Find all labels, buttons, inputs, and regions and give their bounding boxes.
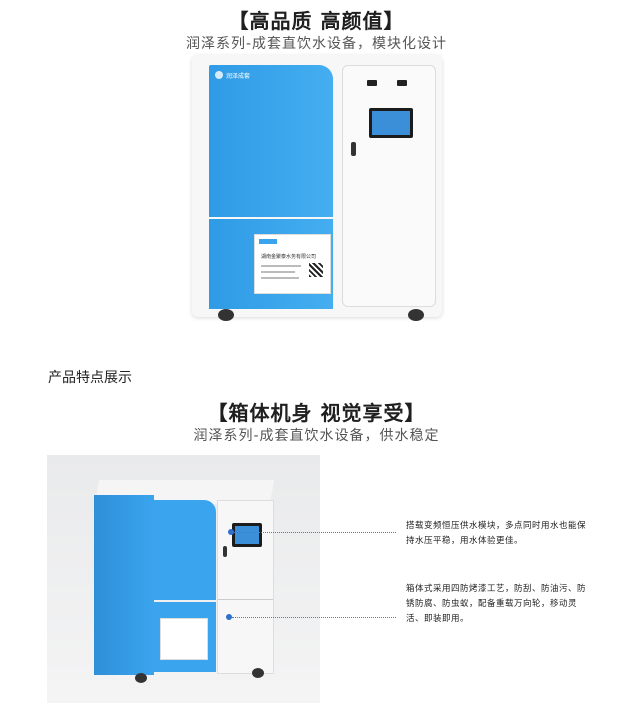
- card-line: [261, 271, 295, 273]
- door-handle: [351, 142, 356, 156]
- panel-divider: [218, 599, 273, 600]
- touch-screen: [369, 108, 413, 138]
- card-company-name: 湖南金聚泰水务有限公司: [261, 254, 317, 260]
- section-title-cabinet: 【箱体机身 视觉享受】: [207, 401, 426, 425]
- features-label: 产品特点展示: [48, 370, 132, 386]
- card-line: [261, 265, 301, 267]
- door-logo-text: 润泽成套: [226, 73, 251, 80]
- cabinet-front-door-lower: [154, 602, 216, 672]
- door-handle-2: [223, 546, 227, 557]
- touch-screen-2: [232, 523, 262, 547]
- qr-code-icon: [309, 263, 323, 277]
- wheel-right: [408, 309, 424, 321]
- callout-text-1: 搭载变频恒压供水模块，多点同时用水也能保持水压平稳，用水体验更佳。: [406, 521, 587, 546]
- wheel-left: [218, 309, 234, 321]
- card-line: [261, 277, 299, 279]
- product-image-front: 润泽成套 湖南金聚泰水务有限公司: [192, 55, 442, 321]
- cabinet-side-blue: [94, 495, 154, 675]
- callout-line-1: [234, 532, 396, 533]
- wheel-front-right: [252, 668, 264, 678]
- cabinet-blue-door-lower: 湖南金聚泰水务有限公司: [209, 219, 333, 309]
- door-logo-icon: [215, 71, 223, 79]
- section-title-quality: 【高品质 高颜值】: [228, 9, 405, 33]
- section-subtitle-cabinet: 润泽系列-成套直饮水设备，供水稳定: [193, 428, 440, 444]
- cabinet-control-panel: [342, 65, 436, 307]
- cabinet-blue-door-upper: 润泽成套: [209, 65, 333, 217]
- callout-dot-1: [228, 529, 234, 535]
- product-image-angle: [47, 455, 320, 703]
- company-label-card-2: [160, 618, 208, 660]
- wheel-front-left: [135, 673, 147, 683]
- gauge-left-icon: [367, 80, 377, 86]
- cabinet-right-panel: [217, 500, 274, 674]
- callout-text-2: 箱体式采用四防烤漆工艺，防刮、防油污、防锈防腐、防虫蚁，配备重载万向轮，移动灵活…: [406, 584, 587, 624]
- card-logo-icon: [259, 239, 277, 244]
- section-subtitle-quality: 润泽系列-成套直饮水设备，模块化设计: [185, 36, 448, 52]
- company-label-card: 湖南金聚泰水务有限公司: [254, 234, 331, 294]
- cabinet-front-door-upper: [154, 500, 216, 600]
- gauge-right-icon: [397, 80, 407, 86]
- callout-line-2: [232, 617, 396, 618]
- callout-dot-2: [226, 614, 232, 620]
